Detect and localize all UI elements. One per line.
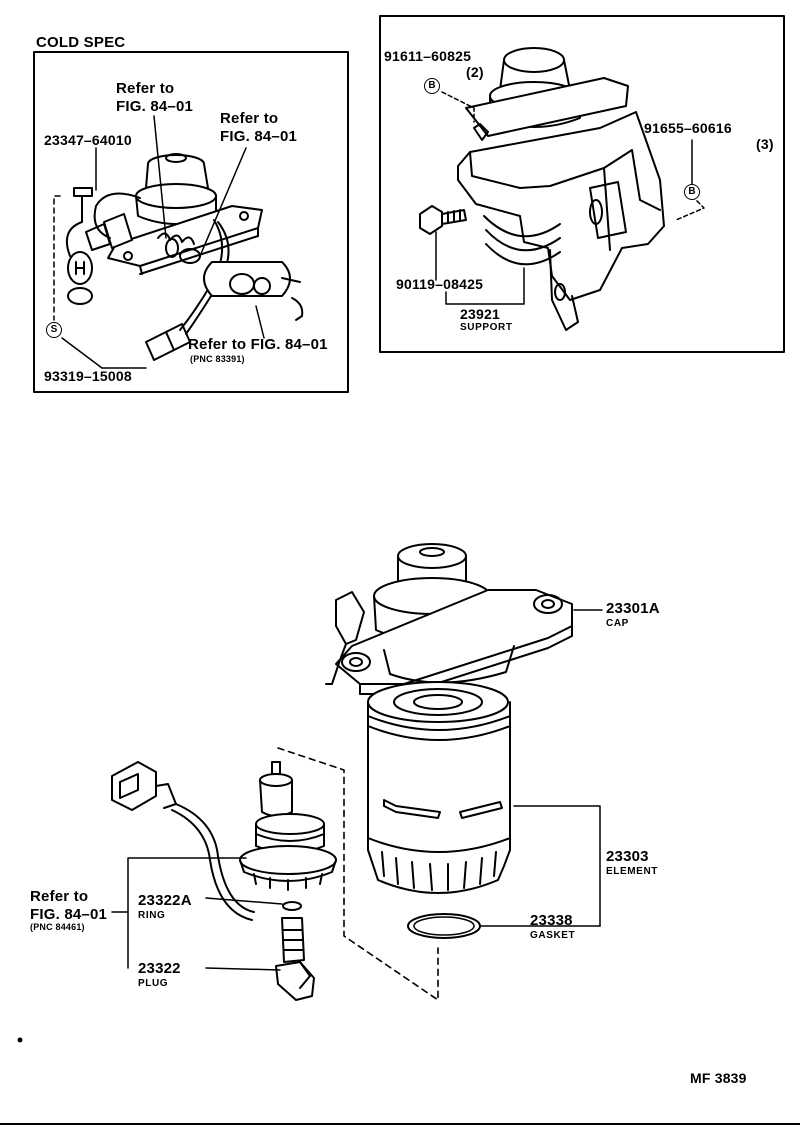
margin-dot <box>17 1037 23 1043</box>
leader-refer-2 <box>199 147 247 257</box>
support-frame <box>379 15 785 353</box>
part-23301a: 23301A <box>606 600 660 617</box>
cold-spec-filter-cap <box>85 153 263 275</box>
tag-s: S <box>46 322 62 338</box>
part-23347-64010: 23347–64010 <box>44 132 132 148</box>
main-refer-line2: FIG. 84–01 <box>30 906 108 923</box>
cold-spec-wiring <box>53 187 304 361</box>
name-23303-element: ELEMENT <box>606 866 658 877</box>
cold-spec-refer-3: Refer to FIG. 84–01 <box>188 336 328 353</box>
name-23338-gasket: GASKET <box>530 930 576 941</box>
name-23301a-cap: CAP <box>606 618 629 629</box>
bolt-90119 <box>419 205 467 235</box>
tag-b-right: B <box>684 184 700 200</box>
cold-spec-refer-2-line1: Refer to <box>220 110 279 127</box>
leader-23303 <box>513 805 601 927</box>
qty-91655: (3) <box>756 136 774 152</box>
element-23303 <box>367 681 511 894</box>
name-23322a-ring: RING <box>138 910 166 921</box>
part-91655-60616: 91655–60616 <box>644 120 732 136</box>
name-23921-support: SUPPORT <box>460 322 513 333</box>
leader-23322a <box>205 897 283 905</box>
cold-spec-refer-1-line2: FIG. 84–01 <box>116 98 194 115</box>
part-23322: 23322 <box>138 960 181 977</box>
main-refer-line1: Refer to <box>30 888 89 905</box>
cold-spec-title: COLD SPEC <box>36 34 126 51</box>
main-refer-pnc: (PNC 84461) <box>30 922 85 932</box>
figure-code: MF 3839 <box>690 1070 747 1086</box>
part-93319-15008: 93319–15008 <box>44 368 132 384</box>
dash-assembly <box>277 747 439 1001</box>
leader-93319 <box>61 337 103 369</box>
cold-spec-frame <box>33 51 349 393</box>
support-filter-cap <box>457 47 665 331</box>
cold-spec-refer-3-pnc: (PNC 83391) <box>190 354 245 364</box>
part-91611-60825: 91611–60825 <box>384 48 472 64</box>
name-23322-plug: PLUG <box>138 978 169 989</box>
leader-23921 <box>445 267 525 305</box>
qty-91611: (2) <box>466 64 484 80</box>
part-90119-08425: 90119–08425 <box>396 276 484 292</box>
sensor-unit <box>239 761 337 891</box>
cap-23301a <box>325 543 573 695</box>
plug-23322 <box>275 901 315 1001</box>
part-23921: 23921 <box>460 306 500 322</box>
part-23322a: 23322A <box>138 892 192 909</box>
leader-23322 <box>205 967 281 971</box>
tag-b-top: B <box>424 78 440 94</box>
cold-spec-refer-1-line1: Refer to <box>116 80 175 97</box>
leader-refer-3 <box>255 305 265 339</box>
cold-spec-refer-2-line2: FIG. 84–01 <box>220 128 298 145</box>
part-23303: 23303 <box>606 848 649 865</box>
leader-refer-main <box>127 857 247 969</box>
dash-b-top <box>441 91 475 123</box>
leader-refer-1 <box>153 115 167 239</box>
part-23338: 23338 <box>530 912 573 929</box>
connector-harness <box>111 761 255 921</box>
dash-b-right <box>675 195 705 221</box>
